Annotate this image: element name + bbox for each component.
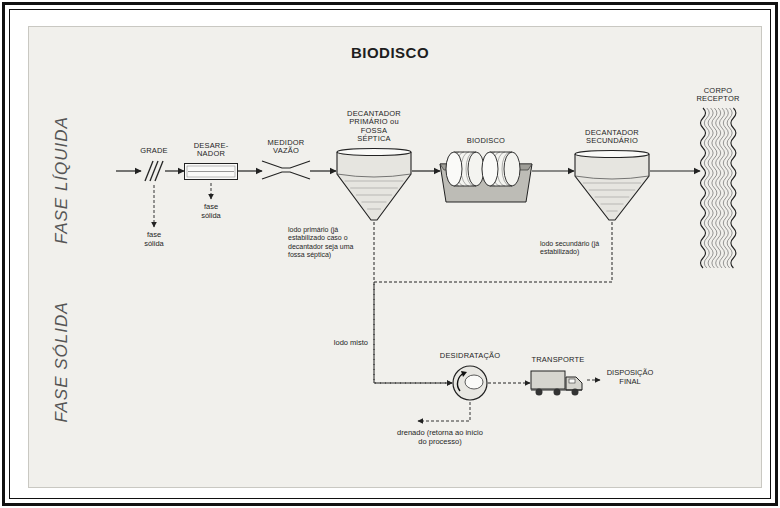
transport-truck: TRANSPORTE [530,369,586,397]
bar-screen-drawing [143,160,165,182]
dewatering-unit-drawing [452,365,488,401]
equipment-label: DESARE- NADOR [191,142,231,159]
inflow-arrow [116,170,141,171]
sludge-note: lodo secundário (já estabilizado) [540,240,606,257]
grit-chamber-drawing [184,163,238,180]
diagram-title: BIODISCO [290,44,490,61]
primary-clarifier-drawing [336,148,412,222]
equipment-label: DECANTADOR SECUNDÁRIO [579,129,645,146]
output-note: fase sólida [137,230,171,248]
output-note: DISPOSIÇÃO FINAL [602,368,658,386]
rotating-disc-unit-drawing [440,150,532,202]
flow-arrow [412,170,440,171]
flow-meter: MEDIDOR VAZÃO [262,160,310,180]
flow-arrow [650,170,700,171]
grit-arrow [211,183,212,199]
sludge-line [374,222,612,383]
grit-chamber: DESARE- NADOR [184,163,238,180]
receiving-water-drawing [700,108,736,268]
phase-label: FASE LÍQUIDA [51,100,73,260]
equipment-label: TRANSPORTE [523,356,593,365]
transport-truck-drawing [530,369,586,397]
equipment-label: MEDIDOR VAZÃO [263,139,309,156]
rotating-disc-unit: BIODISCO [440,150,532,202]
sludge-line [488,383,530,384]
dewatering-unit: DESIDRATAÇÃO [452,365,488,401]
equipment-label: BIODISCO [456,137,516,146]
equipment-label: GRADE [134,147,174,156]
equipment-label: DECANTADOR PRIMÁRIO ou FOSSA SÉPTICA [344,110,404,145]
flow-note: drenado (retorna ao início do processo) [392,428,488,446]
phase-label: FASE SÓLIDA [51,282,73,442]
screenings-arrow [154,185,155,227]
secondary-clarifier-drawing [574,150,650,222]
drain-arrow [418,402,470,421]
bar-screen: GRADE [143,160,165,182]
flow-arrow [165,170,184,171]
flow-arrow [532,170,574,171]
disposal-arrow [587,380,600,381]
scan-ground [28,26,762,488]
output-note: fase sólida [194,202,228,220]
equipment-label: CORPO RECEPTOR [692,87,744,104]
flow-note: lodo misto [322,338,368,347]
primary-clarifier: DECANTADOR PRIMÁRIO ou FOSSA SÉPTICA [336,148,412,222]
equipment-label: DESIDRATAÇÃO [430,352,510,361]
receiving-water: CORPO RECEPTOR [700,108,736,268]
sludge-note: lodo primário (já estabilizado caso o de… [288,226,368,260]
secondary-clarifier: DECANTADOR SECUNDÁRIO [574,150,650,222]
flow-arrow [310,170,336,171]
flow-arrow [238,170,262,171]
flow-meter-drawing [262,160,310,180]
